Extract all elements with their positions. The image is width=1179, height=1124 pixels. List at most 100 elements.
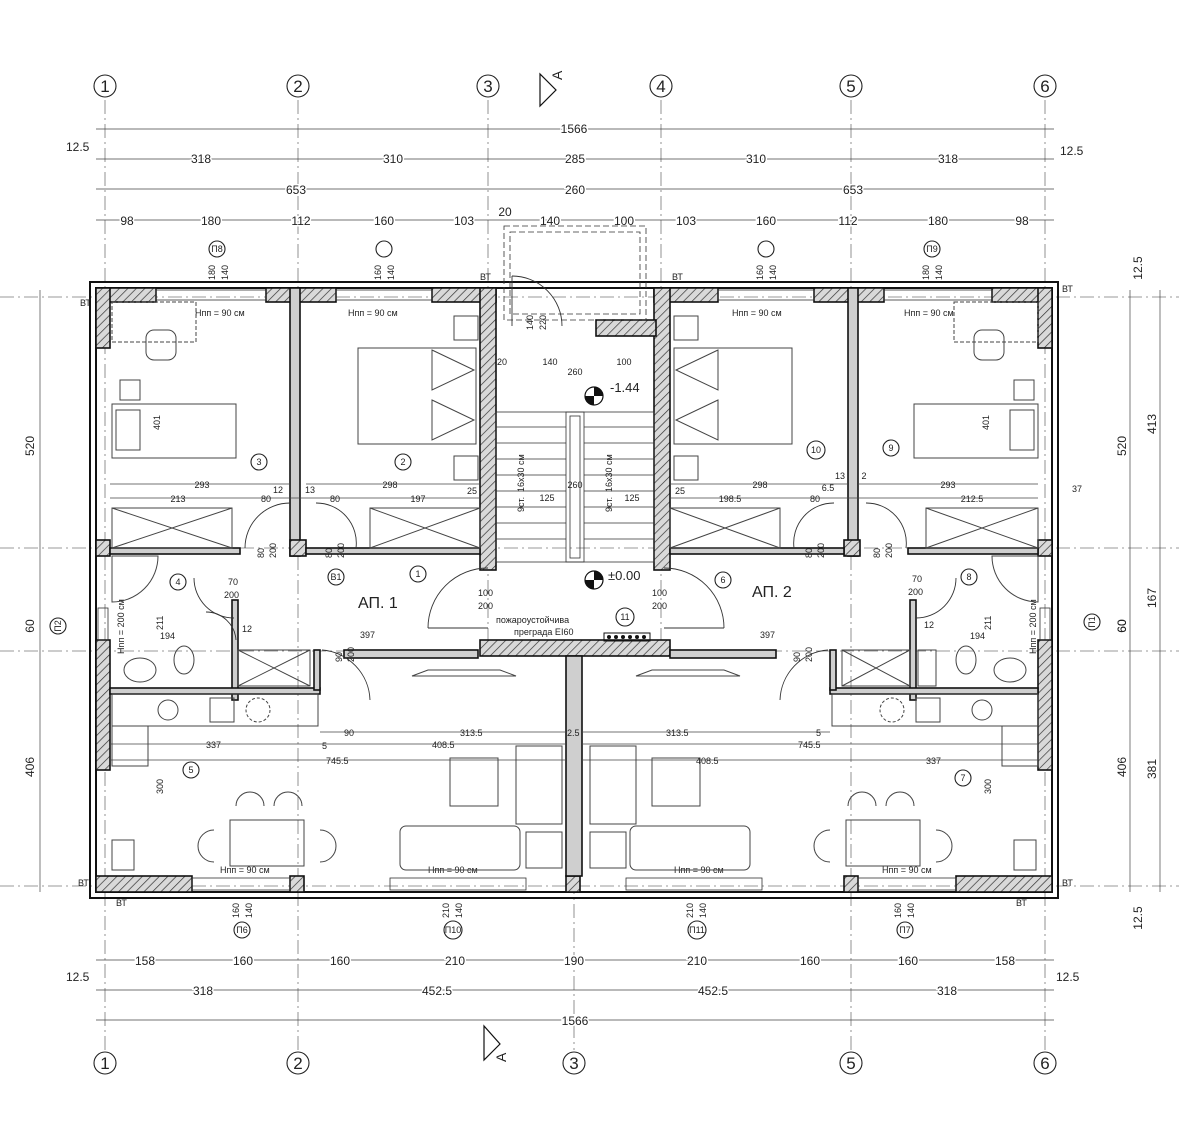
stair-count-label: 9ст. <box>604 497 614 512</box>
dim-top-row2: 318 <box>191 152 211 166</box>
door-dim: 12 <box>242 624 252 634</box>
sill-label: Hпп = 90 см <box>348 308 398 318</box>
dim-top-row4: 112 <box>291 214 310 228</box>
dim-bottom-row1: 158 <box>995 954 1015 968</box>
section-mark-top: A <box>539 70 565 108</box>
window-height: 140 <box>220 265 230 280</box>
axis-label-5-top: 5 <box>846 77 855 96</box>
kitchen-dim: 211 <box>155 616 165 630</box>
stair-dim: 220 <box>538 315 548 330</box>
window-tag-p8: П8 <box>211 244 222 254</box>
window-heights: 180 140 160 140 160 140 180 140 160 140 … <box>207 265 944 918</box>
axis-bubbles-top: 1 2 3 4 5 6 <box>93 74 1057 98</box>
kitchen-dim: 194 <box>970 631 985 641</box>
stair-dim: 25 <box>675 486 685 496</box>
dim-bottom-row1: 160 <box>898 954 918 968</box>
sill-label: Hпп = 200 см <box>1028 599 1038 654</box>
room-dim: 298 <box>752 480 767 490</box>
dim-bottom-row2: 318 <box>937 984 957 998</box>
window-height: 140 <box>454 903 464 918</box>
fire-partition: пожароустойчива преграда EI60 <box>496 615 651 642</box>
stair-dim: 20 <box>497 357 507 367</box>
dim-top-row4: 112 <box>838 214 857 228</box>
hall-dim: 397 <box>360 630 375 640</box>
room-dim: 37 <box>1072 484 1082 494</box>
room-dim: 13 <box>835 471 845 481</box>
dim-right-inner: 406 <box>1115 757 1129 777</box>
vt-label: ВТ <box>672 272 683 282</box>
dim-edge-left: 12.5 <box>66 140 90 154</box>
axis-label-3-top: 3 <box>483 77 492 96</box>
dim-bottom-row1: 190 <box>564 954 584 968</box>
building-walls <box>89 281 1059 899</box>
kitchen-dim: 211 <box>983 616 993 630</box>
hall-dim: 70 <box>228 577 238 587</box>
room-dim: 12 <box>273 485 283 495</box>
door-dim: 90 <box>334 652 344 662</box>
vt-label: ВТ <box>1062 284 1073 294</box>
dim-top-row2: 285 <box>565 152 585 166</box>
sill-label: Hnп = 200 см <box>116 599 126 654</box>
dim-right-inner: 60 <box>1115 619 1129 633</box>
axis-label-4-top: 4 <box>656 77 665 96</box>
kitchen-dim: 2.5 <box>567 728 580 738</box>
hall-dim: 100 <box>478 588 493 598</box>
staircase: 16x30 см 16x30 см 9ст. 9ст. 260 140 100 … <box>467 315 685 563</box>
fire-partition-note: преграда EI60 <box>514 627 573 637</box>
kitchen-dim: 408.5 <box>696 756 719 766</box>
room-number: 4 <box>175 577 180 587</box>
dim-top-row4: 98 <box>1015 214 1029 228</box>
hall-dim: 200 <box>478 601 493 611</box>
room-dim: 198.5 <box>719 494 742 504</box>
room-dim: 298 <box>382 480 397 490</box>
dim-bottom-edge-left: 12.5 <box>66 970 90 984</box>
kitchen-dim: 745.5 <box>326 756 349 766</box>
vt-label: ВТ <box>1062 878 1073 888</box>
dim-bottom-row2: 452.5 <box>698 984 728 998</box>
dim-right-outer: 12.5 <box>1131 906 1145 930</box>
window-height: 140 <box>386 265 396 280</box>
room-number: 6 <box>720 575 725 585</box>
room-dim: 6.5 <box>822 483 835 493</box>
room-number: 10 <box>811 445 821 455</box>
fire-partition-note: пожароустойчива <box>496 615 569 625</box>
window-height: 140 <box>768 265 778 280</box>
window-tag-p7: П7 <box>899 925 910 935</box>
window-height: 160 <box>373 265 383 280</box>
section-label-top: A <box>549 70 565 80</box>
stair-dim: 125 <box>539 493 554 503</box>
dim-left: 60 <box>23 619 37 633</box>
dim-chains-bottom: 158 160 160 210 190 210 160 160 158 12.5… <box>66 953 1080 1030</box>
stair-dim: 100 <box>616 357 631 367</box>
dim-right-outer: 167 <box>1145 588 1159 608</box>
room-numbers: 1 2 3 4 5 6 7 8 9 10 11 <box>169 439 978 787</box>
dim-bottom-row1: 210 <box>445 954 465 968</box>
room-dim: 401 <box>981 415 991 430</box>
dim-bottom-row2: 318 <box>193 984 213 998</box>
b1-tag: В1 <box>330 572 341 582</box>
hall-dim: 200 <box>652 601 667 611</box>
dim-left: 520 <box>23 436 37 456</box>
sill-label: Hпп = 90 см <box>732 308 782 318</box>
window-height: 180 <box>207 265 217 280</box>
dim-right-inner: 520 <box>1115 436 1129 456</box>
hall-dim: 200 <box>224 590 239 600</box>
dim-top-row4: 103 <box>454 214 474 228</box>
door-dim: 90 <box>792 652 802 662</box>
dim-top-row3: 653 <box>286 183 306 197</box>
axis-label-1-top: 1 <box>100 77 109 96</box>
room-number: 5 <box>188 765 193 775</box>
level-upper: -1.44 <box>610 380 640 395</box>
kitchen-dim: 300 <box>155 779 165 794</box>
window-tag-p9: П9 <box>926 244 937 254</box>
section-mark-bottom: A <box>483 1024 509 1062</box>
kitchen-dim: 313.5 <box>666 728 689 738</box>
vt-label: ВТ <box>116 898 127 908</box>
window-tag-p10: П10 <box>445 925 461 935</box>
door-dim: 80 <box>324 548 334 558</box>
kitchen-dim: 5 <box>816 728 821 738</box>
window-height: 210 <box>685 903 695 918</box>
window-height: 140 <box>934 265 944 280</box>
door-dim: 200 <box>804 647 814 662</box>
